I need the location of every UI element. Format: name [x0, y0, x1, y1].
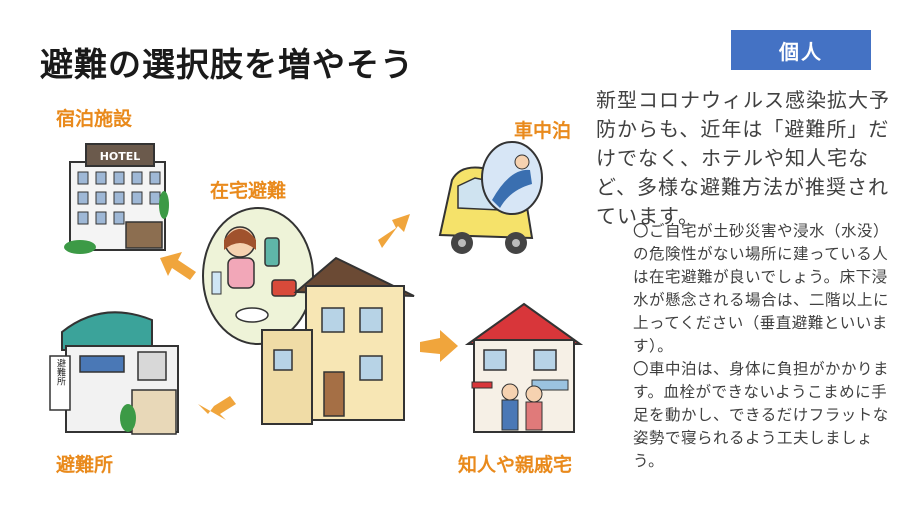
- arrow-to-hotel: [160, 252, 196, 280]
- arrow-to-car: [378, 214, 410, 248]
- note-car-stay: 〇車中泊は、身体に負担がかかります。血栓ができないようこまめに手足を動かし、でき…: [633, 360, 890, 470]
- arrow-to-relatives: [420, 330, 458, 362]
- label-shelter: 避難所: [56, 454, 114, 476]
- category-badge: 個人: [731, 30, 871, 70]
- label-relatives-home: 知人や親戚宅: [458, 454, 573, 476]
- home-bubble-illustration: [202, 207, 314, 345]
- shelter-illustration: 避難所: [49, 311, 179, 435]
- label-home-evacuation: 在宅避難: [210, 180, 287, 202]
- relatives-house-illustration: [464, 302, 584, 433]
- label-hotel: 宿泊施設: [56, 108, 133, 130]
- hotel-sign: HOTEL: [100, 150, 141, 163]
- shelter-sign: 避難所: [55, 357, 66, 386]
- direction-arrows: [160, 214, 458, 420]
- car-illustration: [438, 141, 543, 254]
- hotel-illustration: HOTEL: [64, 143, 169, 254]
- arrow-to-shelter: [198, 396, 236, 420]
- page-title: 避難の選択肢を増やそう: [40, 45, 414, 84]
- note-home-evacuation: 〇ご自宅が土砂災害や浸水（水没）の危険性がない場所に建っている人は在宅避難が良い…: [633, 222, 890, 355]
- label-car-stay: 車中泊: [514, 120, 572, 142]
- main-description: 新型コロナウィルス感染拡大予防からも、近年は「避難所」だけでなく、ホテルや知人宅…: [596, 88, 890, 228]
- notes-list: 〇ご自宅が土砂災害や浸水（水没）の危険性がない場所に建っている人は在宅避難が良い…: [633, 220, 901, 473]
- center-house-illustration: [261, 256, 415, 425]
